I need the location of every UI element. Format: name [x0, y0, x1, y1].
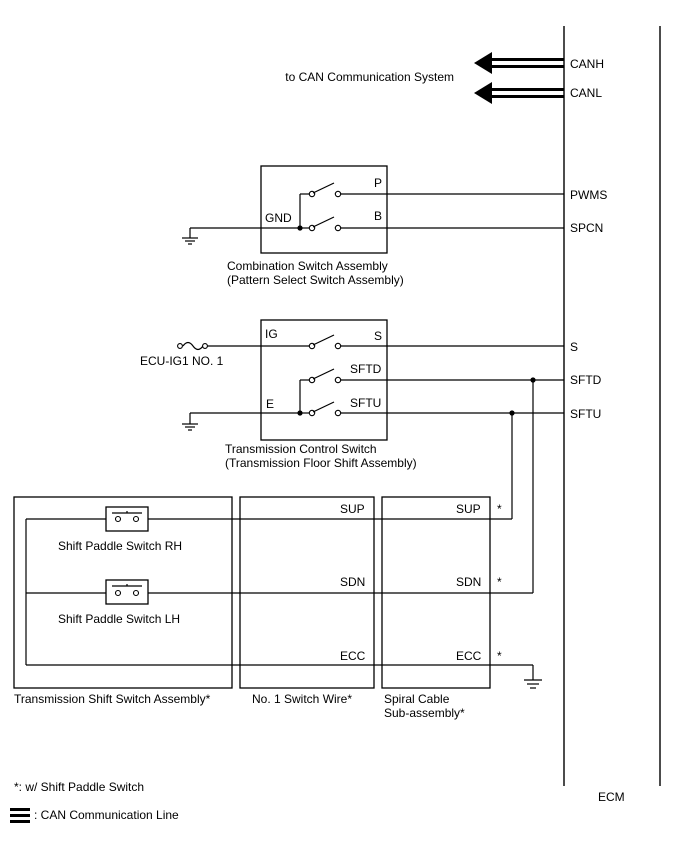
tcs-caption-1: Transmission Control Switch: [225, 442, 377, 456]
ecm-terminal-canl: CANL: [570, 86, 602, 100]
tcs-terminal-sftd: SFTD: [350, 362, 382, 376]
comb-caption-1: Combination Switch Assembly: [227, 259, 388, 273]
ecm-terminal-sftd: SFTD: [570, 373, 602, 387]
ecm-terminal-sftu: SFTU: [570, 407, 601, 421]
shift-paddle-rh-label: Shift Paddle Switch RH: [58, 539, 182, 553]
transmission-control-switch: IG S SFTD E SFTU: [140, 319, 417, 470]
tcs-terminal-sftu: SFTU: [350, 396, 381, 410]
wire-terminal-sup: SUP: [340, 502, 365, 516]
legend: *: w/ Shift Paddle Switch : CAN Communic…: [10, 780, 179, 823]
wire-terminal-sdn: SDN: [340, 575, 365, 589]
spiral-caption-1: Spiral Cable: [384, 692, 450, 706]
can-lines: CANH CANL to CAN Communication System: [285, 52, 604, 104]
ecm-label: ECM: [598, 790, 625, 804]
spiral-caption-2: Sub-assembly*: [384, 706, 465, 720]
comb-caption-2: (Pattern Select Switch Assembly): [227, 273, 404, 287]
spiral-terminal-sdn: SDN: [456, 575, 481, 589]
canl-arrow-icon: [474, 82, 492, 104]
legend-can-line: : CAN Communication Line: [34, 808, 179, 822]
ground-icon: [182, 237, 198, 245]
spiral-terminal-sup: SUP: [456, 502, 481, 516]
tcs-terminal-e: E: [266, 397, 274, 411]
ecm-terminal-pwms: PWMS: [570, 188, 607, 202]
canh-arrow-icon: [474, 52, 492, 74]
ecm-block: ECM: [563, 26, 661, 804]
combination-switch: P B GND Combination Switch Assembly (Pat…: [182, 165, 404, 287]
can-line-legend-icon: [10, 808, 30, 823]
spiral-cable: SUP SDN ECC * * * Spiral Cable Sub-assem…: [381, 496, 533, 720]
shift-paddle-lh-label: Shift Paddle Switch LH: [58, 612, 180, 626]
can-note: to CAN Communication System: [285, 70, 454, 84]
ground-icon: [524, 679, 542, 689]
wire-caption: No. 1 Switch Wire*: [252, 692, 352, 706]
comb-terminal-b: B: [374, 209, 382, 223]
shift-switch-assembly: Shift Paddle Switch RH Shift Paddle Swit…: [13, 496, 233, 706]
ecm-terminal-s: S: [570, 340, 578, 354]
legend-footnote: *: w/ Shift Paddle Switch: [14, 780, 144, 794]
fuse-label: ECU-IG1 NO. 1: [140, 354, 224, 368]
no1-switch-wire: SUP SDN ECC No. 1 Switch Wire*: [232, 496, 382, 706]
tcs-terminal-ig: IG: [265, 327, 278, 341]
wire-terminal-ecc: ECC: [340, 649, 366, 663]
asterisk-ecc: *: [497, 649, 502, 663]
tcs-caption-2: (Transmission Floor Shift Assembly): [225, 456, 417, 470]
comb-terminal-gnd: GND: [265, 211, 292, 225]
ecm-terminal-canh: CANH: [570, 57, 604, 71]
comb-terminal-p: P: [374, 176, 382, 190]
shift-assembly-caption: Transmission Shift Switch Assembly*: [14, 692, 211, 706]
fuse-icon: [177, 341, 208, 351]
tcs-terminal-s: S: [374, 329, 382, 343]
ground-icon: [182, 423, 198, 431]
spiral-terminal-ecc: ECC: [456, 649, 482, 663]
asterisk-sdn: *: [497, 575, 502, 589]
asterisk-sup: *: [497, 502, 502, 516]
ecm-terminal-spcn: SPCN: [570, 221, 603, 235]
